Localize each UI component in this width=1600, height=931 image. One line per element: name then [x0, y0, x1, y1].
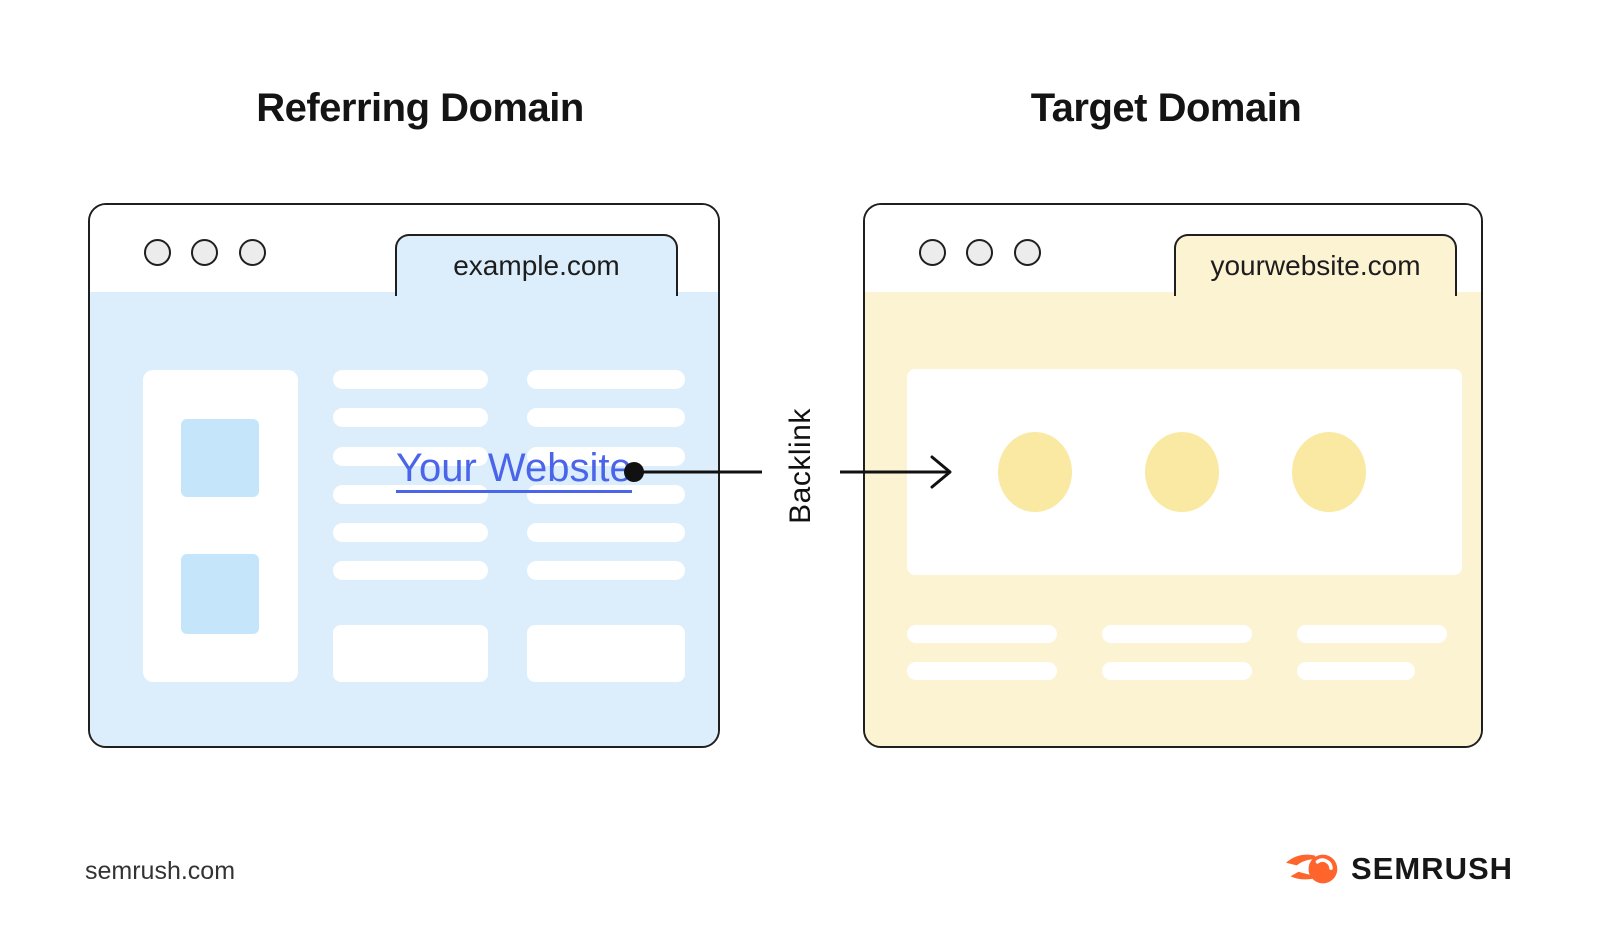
- text-line-placeholder: [333, 561, 488, 580]
- window-dot-icon: [1014, 239, 1041, 266]
- target-domain-title: Target Domain: [1030, 86, 1302, 130]
- text-line-placeholder: [333, 523, 488, 542]
- text-line-placeholder: [527, 561, 685, 580]
- window-dot-icon: [919, 239, 946, 266]
- text-line-placeholder: [333, 408, 488, 427]
- target-page-body: [865, 292, 1481, 746]
- text-line-placeholder: [527, 408, 685, 427]
- referring-domain-title: Referring Domain: [256, 86, 584, 130]
- text-line-placeholder: [333, 447, 488, 466]
- text-line-placeholder: [1102, 662, 1252, 680]
- referring-page-body: [90, 292, 718, 746]
- text-line-placeholder: [527, 485, 685, 504]
- tab-yourwebsite-com: yourwebsite.com: [1174, 234, 1457, 296]
- semrush-logo-text: SEMRUSH: [1351, 851, 1514, 886]
- text-line-placeholder: [333, 370, 488, 389]
- text-line-placeholder: [907, 625, 1057, 643]
- semrush-logo: SEMRUSH: [1284, 851, 1513, 887]
- image-placeholder: [181, 419, 259, 497]
- target-browser-window: yourwebsite.com: [863, 203, 1483, 748]
- window-dot-icon: [239, 239, 266, 266]
- referring-browser-window: example.com: [88, 203, 720, 748]
- text-line-placeholder: [527, 370, 685, 389]
- tab-example-com: example.com: [395, 234, 678, 296]
- window-dot-icon: [191, 239, 218, 266]
- your-website-link[interactable]: Your Website: [396, 448, 632, 493]
- source-attribution: semrush.com: [85, 857, 236, 885]
- content-block-placeholder: [333, 625, 488, 682]
- text-line-placeholder: [1102, 625, 1252, 643]
- sidebar-placeholder: [143, 370, 298, 682]
- text-line-placeholder: [527, 523, 685, 542]
- text-line-placeholder: [1297, 662, 1415, 680]
- semrush-flame-icon: [1286, 854, 1338, 884]
- circle-placeholder: [998, 432, 1072, 512]
- circle-placeholder: [1145, 432, 1219, 512]
- window-dot-icon: [966, 239, 993, 266]
- image-placeholder: [181, 554, 259, 634]
- circle-placeholder: [1292, 432, 1366, 512]
- content-block-placeholder: [527, 625, 685, 682]
- text-line-placeholder: [333, 485, 488, 504]
- text-line-placeholder: [527, 447, 685, 466]
- window-dot-icon: [144, 239, 171, 266]
- backlink-label: Backlink: [784, 408, 817, 524]
- text-line-placeholder: [1297, 625, 1447, 643]
- text-line-placeholder: [907, 662, 1057, 680]
